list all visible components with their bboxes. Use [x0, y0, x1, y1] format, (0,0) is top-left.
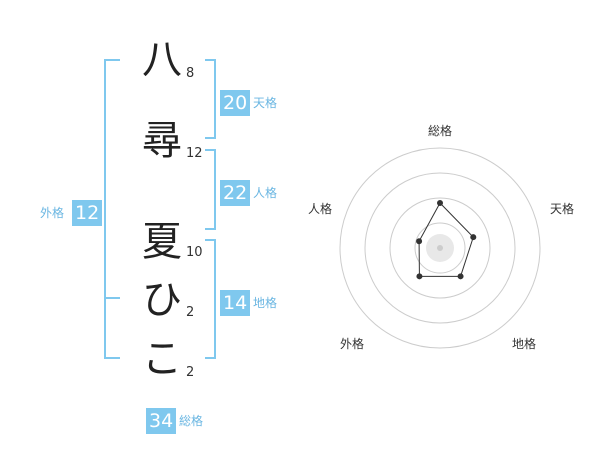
radar-point-soukaku — [437, 200, 443, 206]
radar-point-tenkaku — [470, 234, 477, 241]
stroke-count-4: 2 — [186, 305, 195, 320]
jinkaku-value-badge: 22 — [220, 180, 251, 206]
radar-point-jinkaku — [416, 238, 423, 245]
tenkaku-bracket — [205, 59, 216, 139]
soukaku-label: 総格 — [179, 414, 204, 428]
name-char-1: 八 — [142, 37, 182, 83]
tenkaku-label: 天格 — [253, 96, 278, 110]
radar-point-chikaku — [457, 273, 464, 280]
chikaku-label: 地格 — [253, 296, 278, 310]
chikaku-value-badge: 14 — [220, 290, 251, 316]
stroke-count-3: 10 — [186, 245, 203, 260]
radar-ring-3 — [364, 172, 516, 324]
stroke-count-1: 8 — [186, 66, 195, 81]
radar-ring-1 — [414, 222, 466, 274]
radar-label-bottom-left: 外格 — [339, 337, 364, 351]
stroke-count-2: 12 — [186, 146, 203, 161]
radar-value-polygon — [418, 202, 474, 277]
radar-label-top: 総格 — [427, 124, 452, 138]
tenkaku-value-badge: 20 — [220, 90, 251, 116]
jinkaku-label: 人格 — [253, 186, 278, 200]
radar-point-gaikaku — [416, 273, 423, 280]
jinkaku-bracket — [205, 149, 216, 230]
soukaku-value-badge: 34 — [146, 408, 177, 434]
name-char-2: 尋 — [142, 118, 182, 164]
radar-label-bottom-right: 地格 — [511, 337, 536, 351]
radar-ring-4 — [339, 147, 541, 349]
radar-ring-2 — [389, 197, 491, 299]
gaikaku-bracket — [104, 59, 120, 359]
stroke-count-5: 2 — [186, 365, 195, 380]
name-char-4: ひ — [142, 277, 182, 323]
gaikaku-value-badge: 12 — [72, 200, 103, 226]
radar-label-right: 天格 — [549, 202, 574, 216]
gaikaku-label: 外格 — [40, 206, 65, 220]
chikaku-bracket — [205, 239, 216, 359]
name-char-3: 夏 — [142, 219, 182, 265]
radar-center-dot — [437, 245, 443, 251]
name-char-5: こ — [142, 336, 182, 382]
radar-label-left: 人格 — [307, 202, 332, 216]
